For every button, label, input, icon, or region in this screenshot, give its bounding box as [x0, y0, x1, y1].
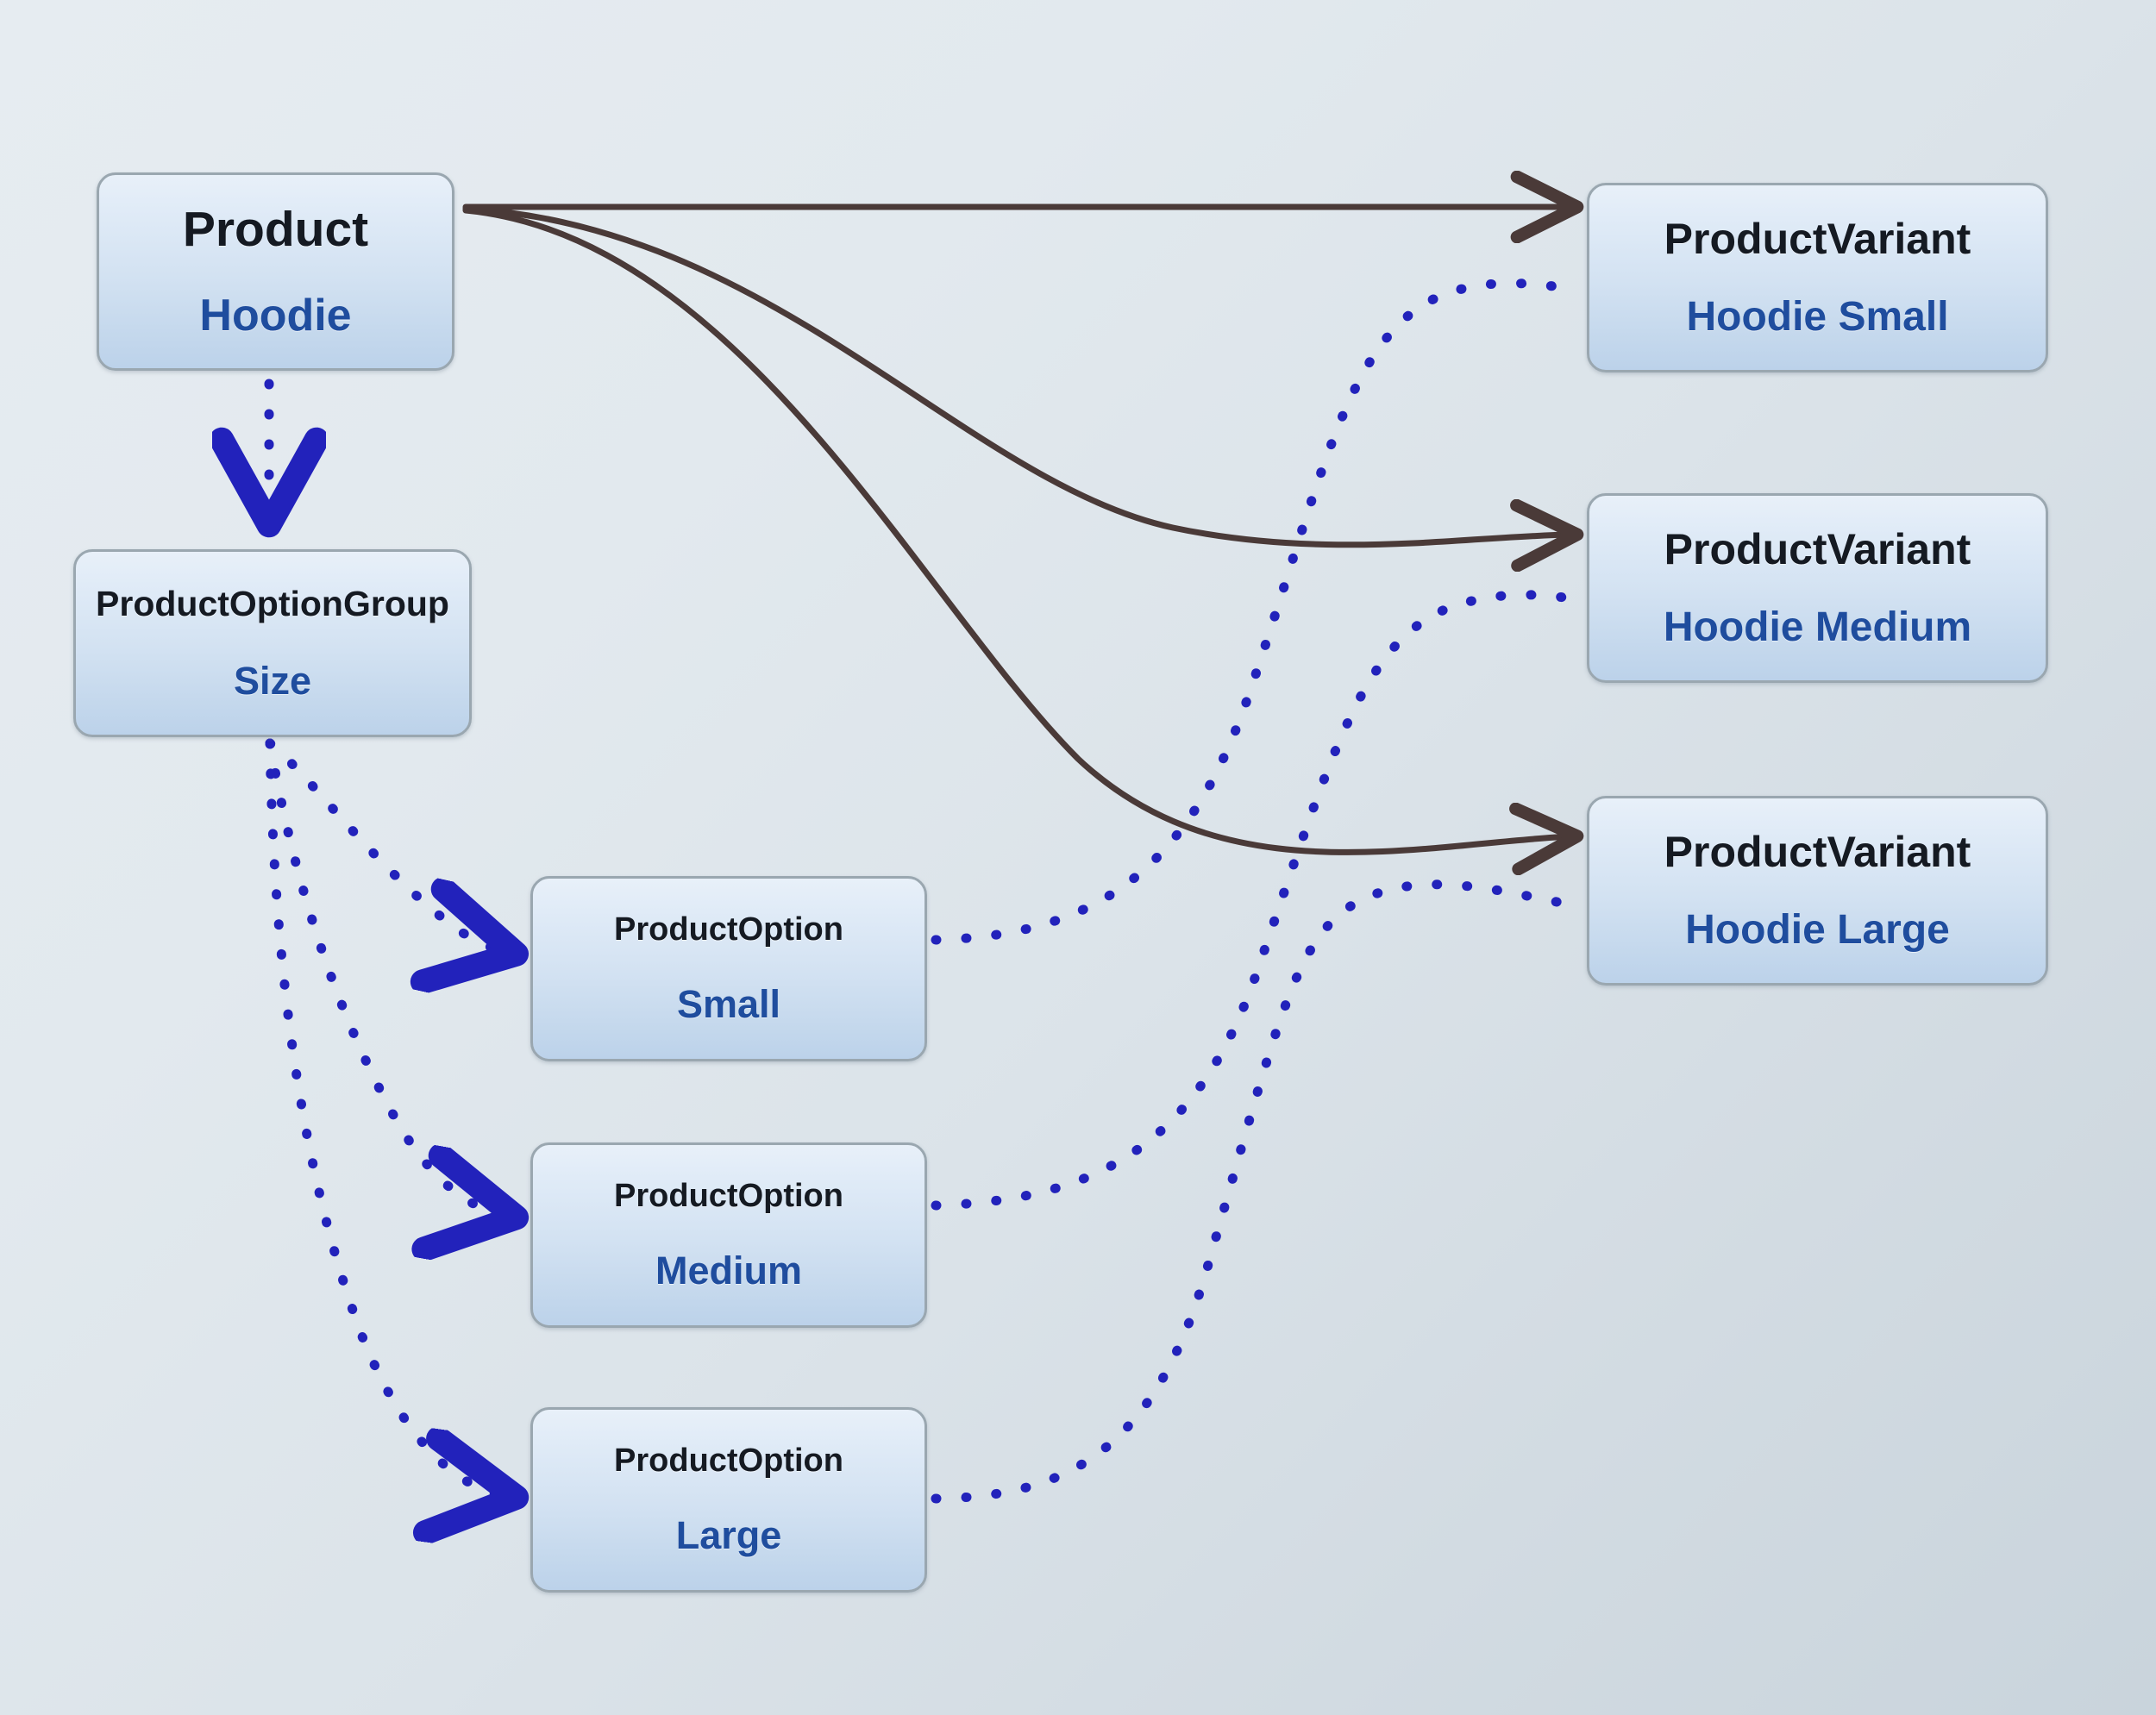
node-product-option-large[interactable]: ProductOption Large [530, 1407, 927, 1593]
edge-option-group-to-option-large [265, 738, 507, 1496]
node-product-option-medium-value: Medium [655, 1248, 802, 1293]
edge-option-large-to-variant-large [931, 879, 1582, 1504]
node-product-variant-small[interactable]: ProductVariant Hoodie Small [1587, 183, 2048, 372]
node-product-option-group-value: Size [233, 658, 312, 703]
node-product-option-medium-type: ProductOption [614, 1177, 843, 1214]
node-product-variant-large[interactable]: ProductVariant Hoodie Large [1587, 796, 2048, 986]
node-product-variant-large-type: ProductVariant [1664, 827, 1971, 876]
node-product-variant-medium[interactable]: ProductVariant Hoodie Medium [1587, 493, 2048, 683]
node-product-type: Product [182, 201, 369, 257]
edge-option-group-to-option-medium [265, 738, 507, 1216]
edge-product-to-variant-medium [462, 205, 1571, 545]
node-product-variant-small-type: ProductVariant [1664, 214, 1971, 263]
edge-option-group-to-option-small [265, 738, 507, 952]
edge-product-to-variant-large [462, 207, 1571, 852]
node-product-option-group[interactable]: ProductOptionGroup Size [73, 549, 472, 737]
node-product-option-small-value: Small [676, 981, 781, 1026]
node-product[interactable]: Product Hoodie [97, 172, 454, 371]
node-product-option-large-value: Large [675, 1512, 782, 1557]
edge-option-small-to-variant-small [931, 279, 1582, 945]
node-product-variant-small-value: Hoodie Small [1686, 294, 1949, 341]
edge-option-medium-to-variant-medium [931, 590, 1582, 1211]
node-product-variant-medium-type: ProductVariant [1664, 524, 1971, 573]
node-product-option-small[interactable]: ProductOption Small [530, 876, 927, 1061]
node-product-option-group-type: ProductOptionGroup [96, 583, 449, 623]
node-product-variant-large-value: Hoodie Large [1685, 907, 1950, 954]
node-product-value: Hoodie [199, 290, 352, 341]
node-product-option-large-type: ProductOption [614, 1442, 843, 1479]
node-product-option-small-type: ProductOption [614, 911, 843, 948]
node-product-variant-medium-value: Hoodie Medium [1663, 604, 1972, 651]
node-product-option-medium[interactable]: ProductOption Medium [530, 1142, 927, 1328]
